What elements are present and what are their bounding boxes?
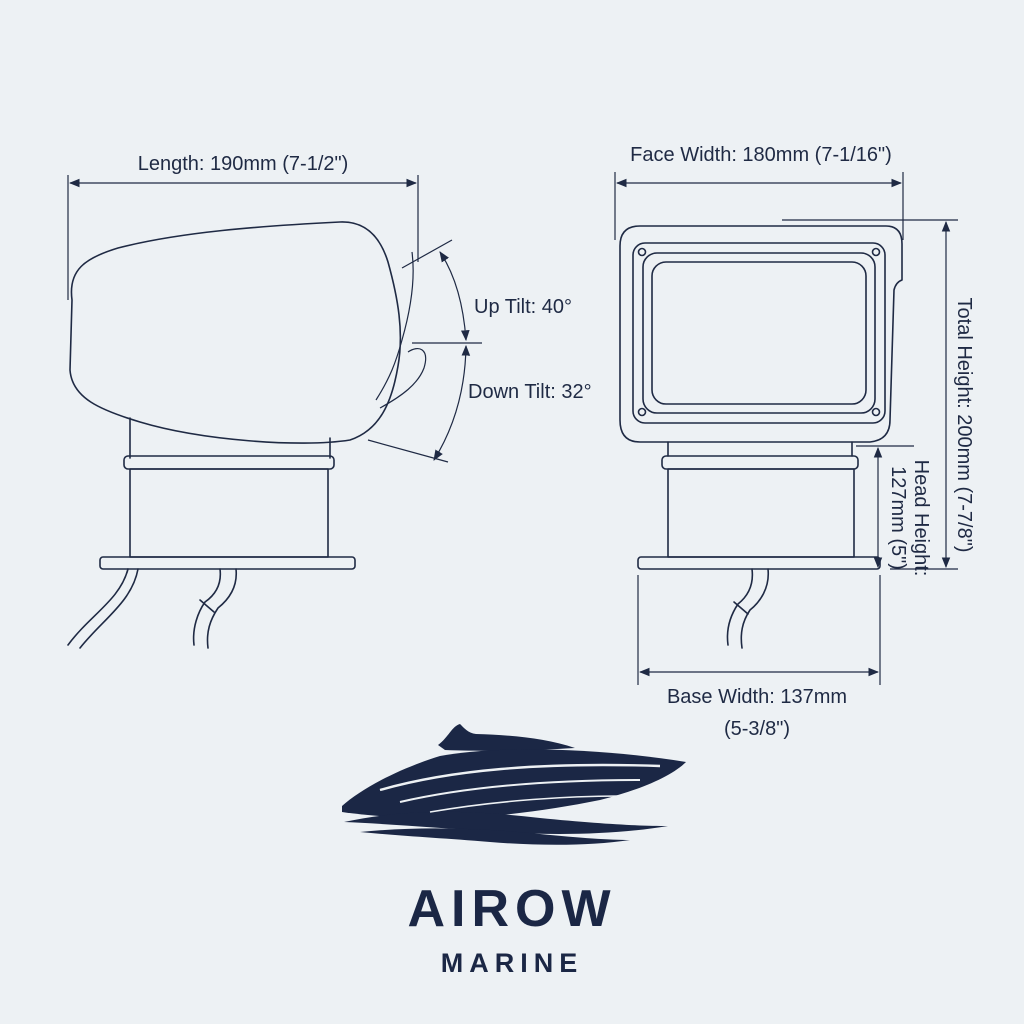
front-view: Face Width: 180mm (7-1/16") Total Height…: [614, 144, 975, 740]
front-collar: [661, 455, 859, 470]
up-tilt-label: Up Tilt: 40°: [474, 296, 572, 318]
side-lamp-head: [69, 221, 402, 444]
front-cable-b: [740, 568, 770, 649]
base-width-label-line2: (5-3/8"): [724, 718, 790, 740]
brand-tagline: MARINE: [441, 948, 584, 978]
side-cable-2b: [206, 568, 238, 649]
screw-icon: [637, 247, 647, 257]
brand-name: AIROW: [407, 880, 616, 938]
side-base-plate: [99, 556, 356, 570]
side-view: Length: 190mm (7-1/2") Up Tilt: 40° Down…: [67, 153, 592, 649]
side-base-body: [129, 468, 329, 558]
front-bezel: [632, 242, 886, 424]
front-lens-outer: [642, 252, 876, 414]
side-cable-1: [67, 568, 129, 646]
head-height-label-line1: Head Height:: [910, 460, 932, 577]
boat-highlight-line: [429, 795, 621, 813]
down-tilt-label: Down Tilt: 32°: [468, 381, 592, 403]
head-height-label-line2: 127mm (5"): [887, 466, 909, 570]
side-cable-1b: [79, 568, 139, 649]
side-cable-clip: [199, 599, 215, 613]
screw-icon: [871, 407, 881, 417]
front-lens-inner: [651, 261, 867, 405]
side-tilt-ghost: [375, 251, 414, 401]
boat-highlight-line: [379, 763, 661, 792]
face-width-label: Face Width: 180mm (7-1/16"): [630, 144, 892, 166]
screw-icon: [637, 407, 647, 417]
boat-highlight-line: [399, 779, 641, 803]
front-base-plate: [637, 556, 881, 570]
front-cable: [726, 568, 754, 646]
down-tilt-arc: [433, 344, 471, 461]
side-collar: [123, 455, 335, 470]
total-height-label: Total Height: 200mm (7-7/8"): [953, 298, 975, 553]
side-cable-2: [192, 568, 222, 646]
brand-logo: AIROW MARINE: [342, 724, 686, 978]
front-base-body: [667, 468, 855, 558]
speedboat-icon: [342, 724, 686, 845]
front-cable-clip: [733, 601, 749, 615]
down-tilt-ref-line: [367, 439, 449, 463]
base-width-label-line1: Base Width: 137mm: [667, 686, 847, 708]
front-head-housing: [619, 225, 903, 443]
side-tilt-ghost-2: [379, 348, 427, 409]
length-label: Length: 190mm (7-1/2"): [138, 153, 349, 175]
up-tilt-ref-line: [401, 239, 453, 269]
screw-icon: [871, 247, 881, 257]
up-tilt-arc: [439, 251, 470, 342]
